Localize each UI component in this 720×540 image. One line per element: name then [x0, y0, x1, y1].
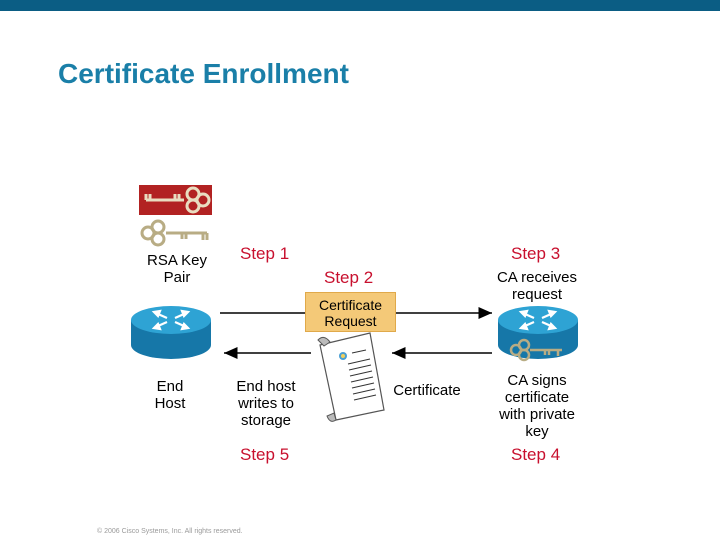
- copyright-footer: © 2006 Cisco Systems, Inc. All rights re…: [97, 528, 243, 535]
- ca-router-icon: [498, 306, 578, 359]
- certificate-document-icon: [317, 332, 385, 422]
- ca-receives-label: CA receives request: [496, 269, 578, 303]
- ca-private-key-icon: [509, 338, 562, 362]
- rsa-key-pair-label: RSA Key Pair: [146, 252, 208, 286]
- certificate-label: Certificate: [393, 382, 461, 399]
- step-4-label: Step 4: [511, 445, 561, 464]
- rsa-key-pair-icon: [139, 185, 212, 247]
- step-5-label: Step 5: [240, 445, 290, 464]
- end-host-writes-label: End host writes to storage: [236, 378, 296, 429]
- header-bar: [0, 0, 720, 11]
- slide-title: Certificate Enrollment: [58, 58, 349, 89]
- certificate-request-box: Certificate Request: [305, 292, 396, 332]
- step-3-label: Step 3: [511, 244, 561, 263]
- end-host-router-icon: [131, 306, 211, 359]
- ca-signs-label: CA signs certificate with private key: [499, 372, 575, 440]
- step-1-label: Step 1: [240, 244, 290, 263]
- end-host-label: End Host: [154, 378, 186, 412]
- step-2-label: Step 2: [324, 268, 374, 287]
